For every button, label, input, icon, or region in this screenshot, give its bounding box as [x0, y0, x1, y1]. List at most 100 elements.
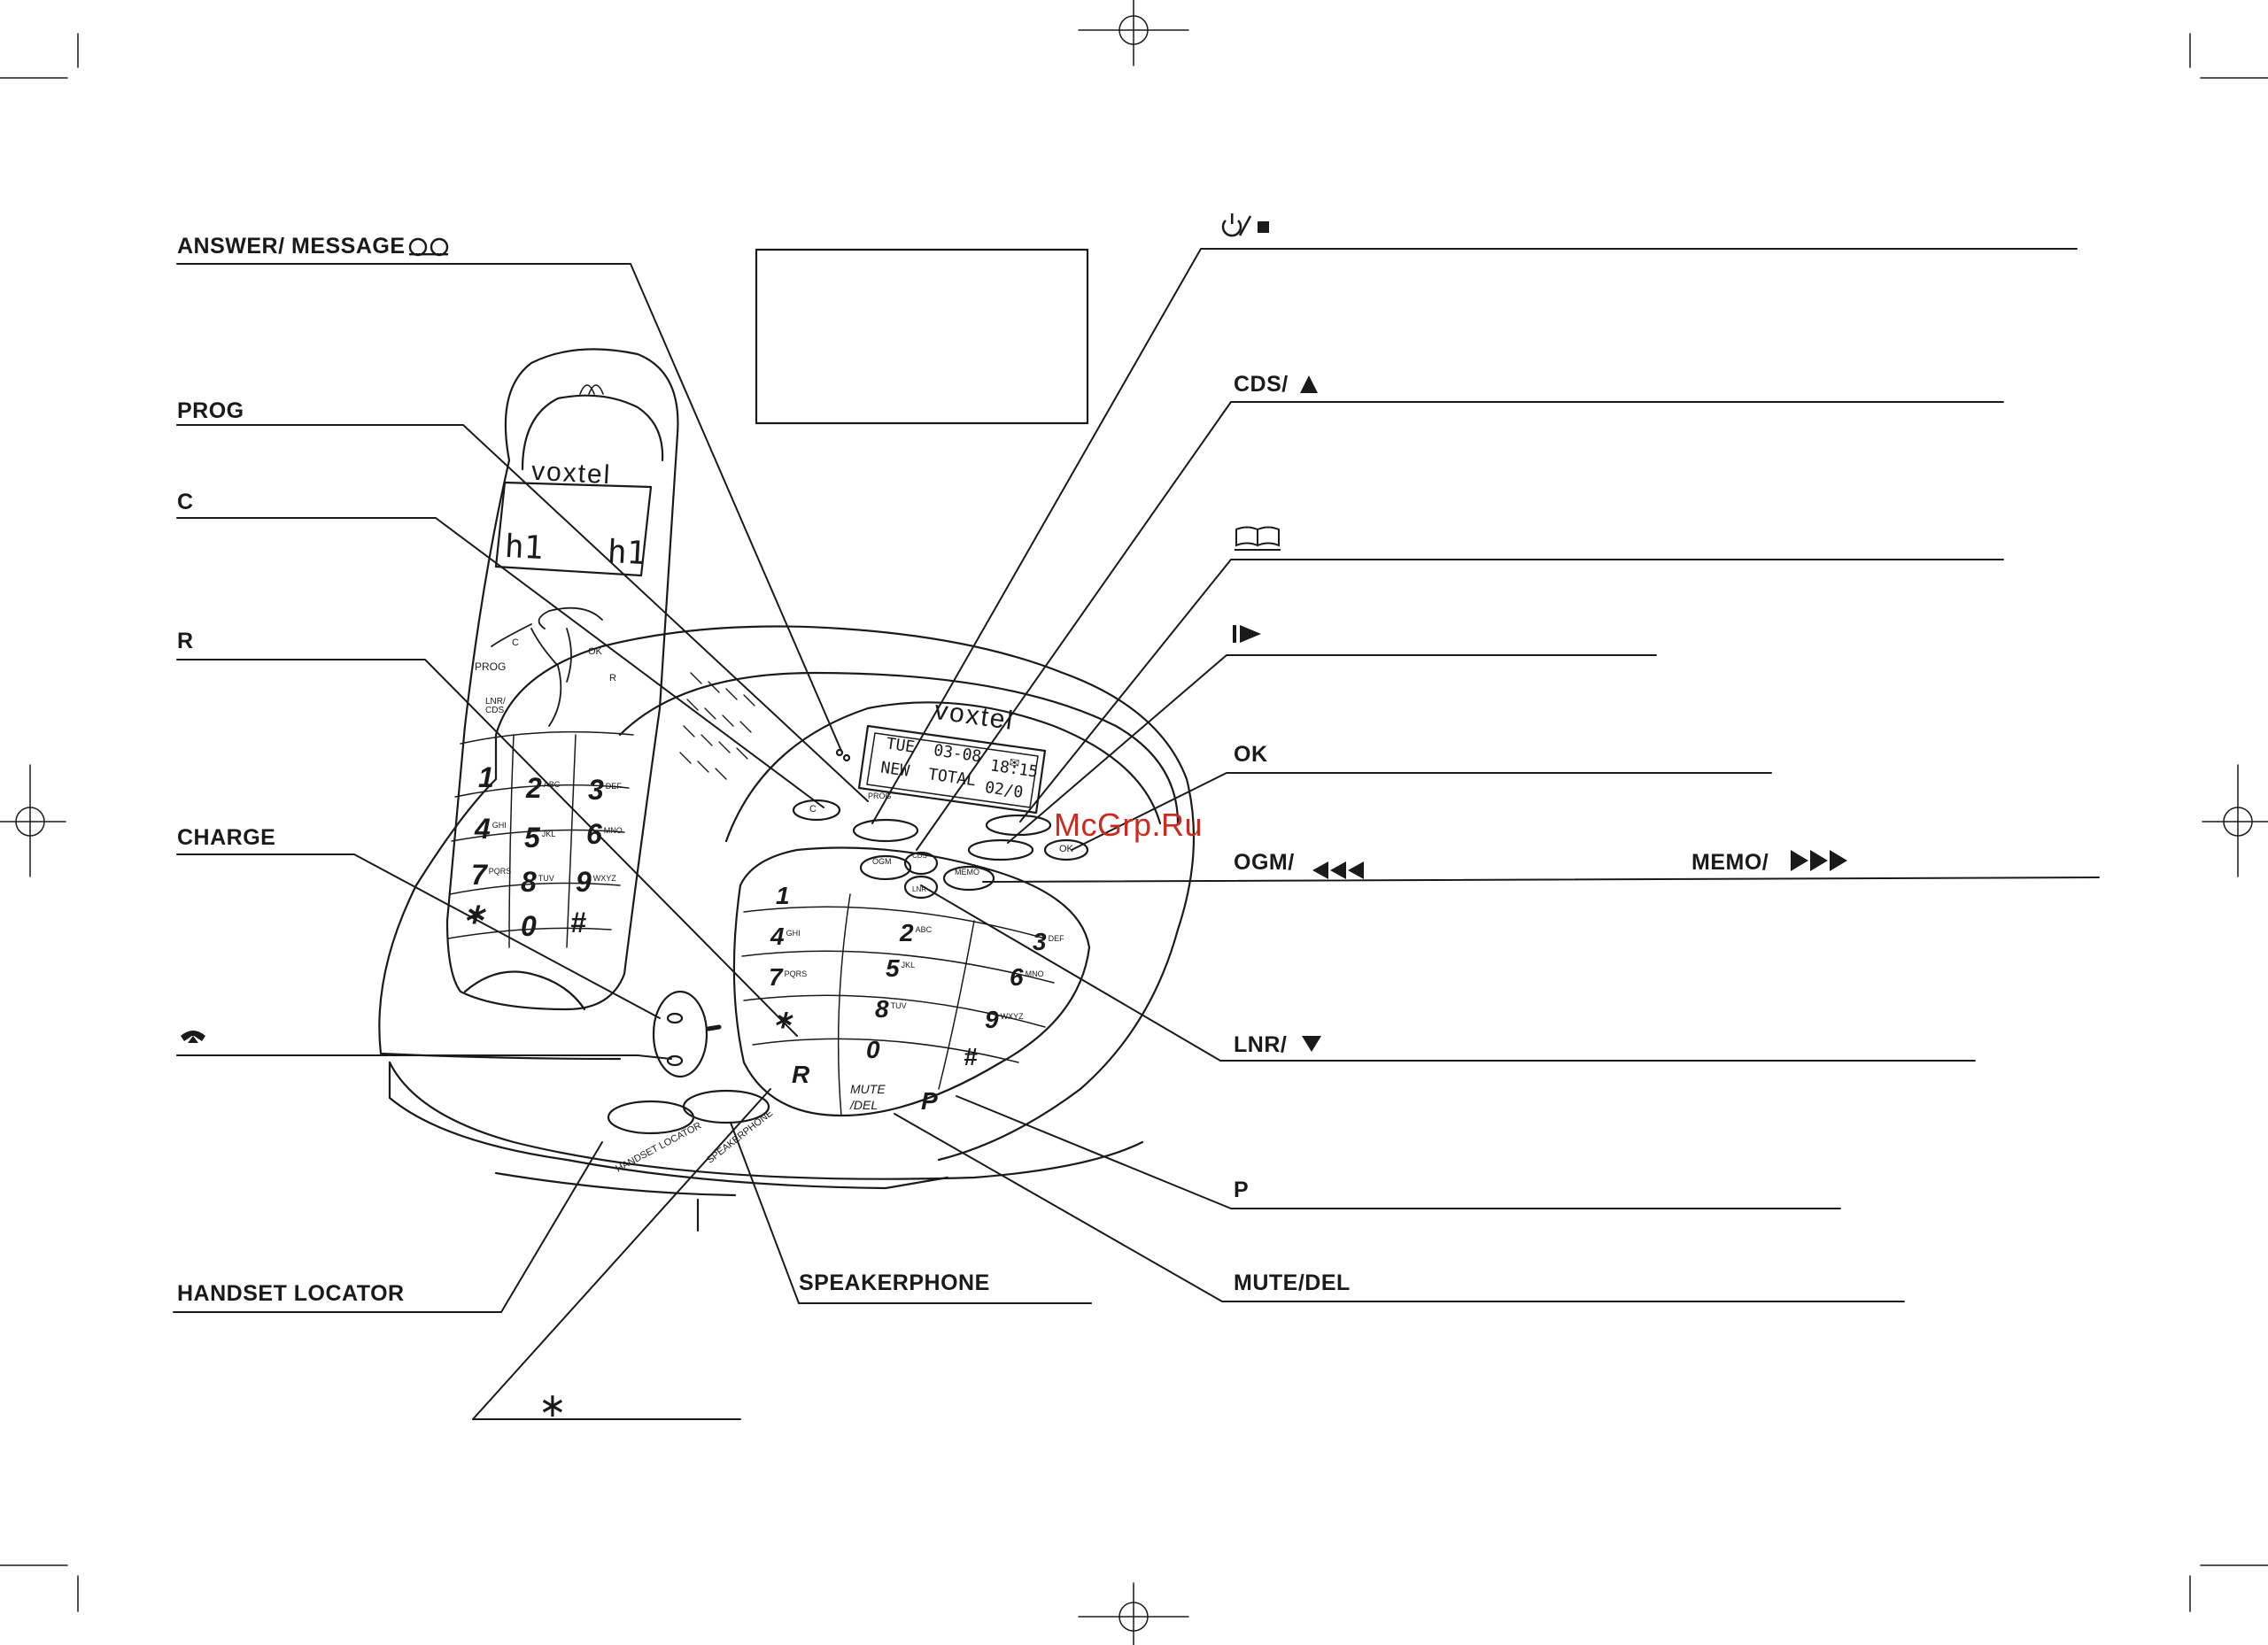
base-power-key[interactable] — [852, 818, 919, 843]
base-del-key[interactable]: /DEL — [850, 1098, 879, 1112]
base-p-key[interactable]: P — [921, 1087, 938, 1115]
handset-key-digit: 5 — [524, 822, 540, 853]
lnr-label: LNR/ — [1234, 1032, 1288, 1057]
blank-label-box — [755, 248, 1089, 425]
handset-key-letters: PQRS — [488, 867, 512, 877]
handset-key-digit: 2 — [526, 772, 542, 804]
base-unit — [378, 625, 1196, 1232]
handset-key-digit: 7 — [471, 859, 487, 891]
handset-lnr-cds-key[interactable]: LNR/ CDS — [485, 697, 506, 715]
rewind-icon — [1312, 861, 1364, 879]
handset-key-digit: 3 — [588, 774, 604, 806]
base-ok-key-label: OK — [1059, 844, 1073, 854]
base-cds-key[interactable] — [903, 851, 939, 876]
base-key-digit: 5 — [886, 954, 900, 982]
handset-key-letters: ABC — [543, 780, 561, 790]
base-c-key-label: C — [809, 804, 817, 815]
base-memo-key-label: MEMO — [955, 868, 979, 877]
handset-r-key[interactable]: R — [609, 673, 616, 683]
handset-key-letters: TUV — [538, 874, 554, 884]
handset-key-letters: JKL — [541, 830, 556, 839]
base-key-letters: WXYZ — [1000, 1011, 1024, 1021]
base-mute-key[interactable]: MUTE — [850, 1082, 886, 1096]
base-c-key[interactable] — [792, 799, 841, 822]
charge-label: CHARGE — [177, 825, 276, 850]
base-key-12[interactable]: # — [964, 1045, 978, 1070]
handset-brand: voxtel — [530, 456, 613, 490]
triangle-down-icon — [1302, 1036, 1321, 1052]
handset-key-digit: # — [570, 907, 586, 938]
handset-key-12[interactable]: # — [570, 908, 586, 937]
base-ok-key[interactable] — [1043, 838, 1089, 861]
handset-key-letters: WXYZ — [592, 874, 616, 884]
speakerphone-key[interactable] — [682, 1089, 770, 1124]
charge-indicator-panel — [652, 990, 708, 1078]
base-key-1[interactable]: 1 — [776, 884, 790, 908]
handset-display-left: h1 — [503, 528, 545, 568]
handset-key-digit: 1 — [478, 761, 494, 793]
handset-key-digit: 4 — [475, 813, 491, 845]
base-key-letters: ABC — [915, 924, 933, 934]
base-r-key[interactable]: R — [792, 1061, 810, 1088]
base-key-digit: 8 — [875, 995, 889, 1023]
mute-del-label: MUTE/DEL — [1234, 1270, 1351, 1295]
play-icon — [1233, 625, 1261, 643]
ogm-label: OGM/ — [1234, 850, 1295, 875]
base-key-11[interactable]: 0 — [866, 1038, 880, 1062]
base-key-digit: 1 — [776, 882, 790, 909]
base-play-key[interactable] — [967, 838, 1034, 861]
base-key-digit: ∗ — [772, 1006, 793, 1033]
handset-key-letters: DEF — [605, 782, 622, 792]
base-key-digit: 9 — [985, 1006, 999, 1033]
base-lnr-key-label: LNR — [912, 885, 927, 893]
base-cds-key-label: CDS — [912, 852, 927, 860]
base-display — [857, 724, 1047, 815]
handset-key-digit: 8 — [521, 866, 537, 898]
base-key-digit: 7 — [769, 963, 783, 991]
handset-key-11[interactable]: 0 — [521, 912, 537, 940]
cds-label: CDS/ — [1234, 372, 1289, 397]
power-stop-icon — [1221, 213, 1269, 237]
base-ogm-key[interactable] — [859, 854, 912, 881]
triangle-up-icon — [1300, 375, 1318, 393]
base-ogm-key-label: OGM — [872, 857, 892, 866]
prog-label: PROG — [177, 398, 244, 423]
base-key-digit: 3 — [1033, 928, 1047, 955]
base-memo-key[interactable] — [942, 865, 995, 892]
handset-key-10[interactable]: ∗ — [462, 900, 486, 928]
base-key-letters: GHI — [786, 928, 801, 938]
handset-key-1[interactable]: 1 — [478, 763, 494, 792]
base-key-digit: 4 — [770, 923, 785, 950]
handset-display — [494, 481, 653, 577]
answer-message-label: ANSWER/ MESSAGE — [177, 234, 406, 259]
base-key-10[interactable]: ∗ — [772, 1008, 793, 1032]
handset-keypad — [447, 730, 634, 948]
handset-ok-key[interactable]: OK — [588, 646, 602, 657]
base-prog-key-label: PROG — [868, 792, 892, 800]
handset-prog-key[interactable]: PROG — [475, 660, 507, 673]
handset-c-key[interactable]: C — [512, 637, 519, 648]
ok-label: OK — [1234, 742, 1268, 767]
base-phonebook-key[interactable] — [985, 814, 1052, 837]
speakerphone-label: SPEAKERPHONE — [799, 1270, 990, 1295]
watermark: McGrp.Ru — [1054, 807, 1204, 843]
leader-lines — [173, 248, 2100, 1420]
base-lnr-key[interactable] — [903, 875, 939, 900]
